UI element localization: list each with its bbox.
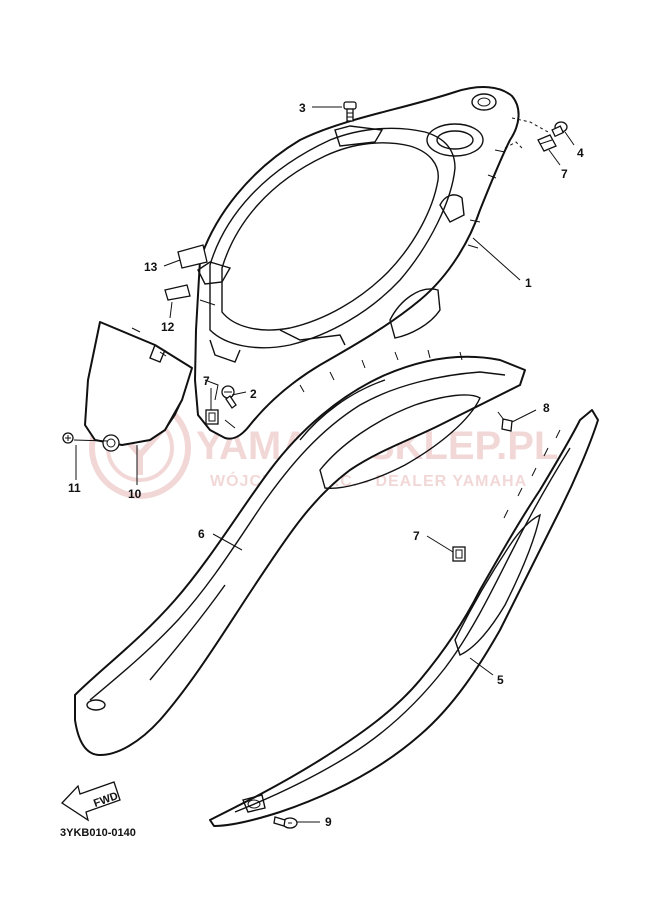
screw-11 [62, 432, 74, 444]
screw-9 [273, 816, 298, 829]
leader-4 [564, 131, 575, 146]
screw-3 [343, 101, 357, 122]
grommet-11 [102, 434, 120, 452]
side-cover-right [209, 409, 599, 827]
screw-2 [221, 385, 237, 409]
mount-line-4 [511, 117, 549, 133]
screw-8 [497, 411, 513, 432]
callout-3: 3 [299, 101, 306, 115]
clip-7-mid [205, 409, 219, 425]
callout-11: 11 [68, 481, 81, 495]
label-12 [164, 284, 191, 301]
leader-1 [472, 237, 521, 281]
leader-7a [548, 149, 561, 166]
leader-6 [212, 533, 243, 551]
callout-7-upper: 7 [561, 167, 568, 181]
callout-1: 1 [525, 276, 532, 290]
label-13 [177, 244, 208, 269]
clip-7-lower [452, 546, 466, 562]
leader-5 [469, 657, 494, 676]
callout-8: 8 [543, 401, 550, 415]
mount-line-1 [504, 141, 525, 151]
callout-7-mid: 7 [203, 374, 210, 388]
leader-7c [426, 535, 454, 553]
clip-7-upper [537, 134, 557, 152]
callout-2: 2 [250, 387, 257, 401]
callout-13: 13 [144, 260, 158, 274]
callout-4: 4 [577, 146, 584, 160]
callout-10: 10 [128, 487, 142, 501]
callout-7-lower: 7 [413, 529, 420, 543]
callout-6: 6 [198, 527, 205, 541]
side-cover-left [74, 349, 526, 756]
callout-5: 5 [497, 673, 504, 687]
callout-9: 9 [325, 815, 332, 829]
callout-12: 12 [161, 320, 175, 334]
rear-body-cover [194, 86, 520, 440]
leader-12 [169, 301, 173, 319]
screw-4 [551, 121, 568, 138]
leader-13 [163, 259, 181, 267]
leader-8 [511, 409, 537, 423]
leader-11 [73, 439, 109, 480]
leader-2 [231, 391, 247, 396]
cover-panel [84, 321, 193, 446]
diagram-code: 3YKB010-0140 [60, 827, 136, 839]
fwd-arrow-icon: FWD [60, 781, 121, 822]
